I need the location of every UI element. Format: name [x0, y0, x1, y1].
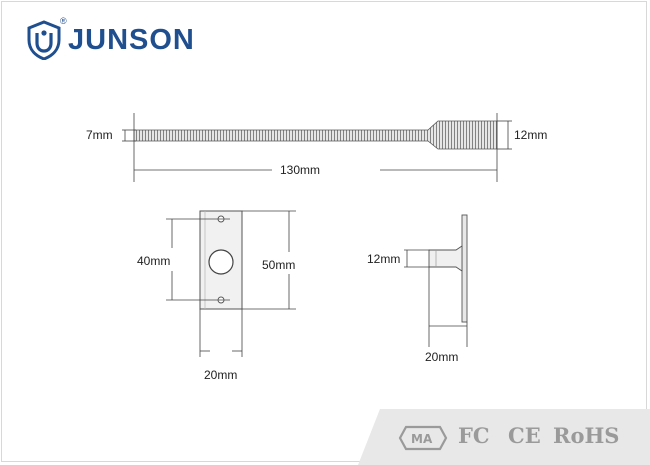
dim-plate-width-label: 20mm	[204, 368, 237, 382]
plate-drawing: 40mm 50mm 20mm	[137, 210, 296, 382]
fc-mark: FC	[458, 423, 490, 448]
dim-hole-spacing-label: 40mm	[137, 254, 170, 268]
cert-band-shape	[358, 409, 650, 465]
plate-hole	[208, 249, 234, 275]
ma-badge-icon: MA	[398, 425, 448, 451]
rohs-mark: RoHS	[553, 423, 620, 448]
dim-pin-tip-label: 7mm	[86, 128, 113, 142]
dim-plate-height-label: 50mm	[262, 258, 295, 272]
registered-mark: ®	[60, 16, 67, 26]
dim-pin-length-label: 130mm	[280, 163, 320, 177]
ma-label: MA	[411, 432, 433, 446]
dim-side-pin-label: 12mm	[367, 252, 400, 266]
threaded-pin	[133, 120, 498, 150]
brand-name: JUNSON	[68, 23, 195, 56]
pin-drawing: 7mm 12mm 130mm	[86, 113, 547, 182]
side-view-drawing: 12mm 20mm	[367, 214, 468, 364]
side-plate	[461, 214, 468, 323]
ce-mark: CE	[508, 423, 541, 448]
shield-logo-icon	[27, 20, 61, 60]
dim-pin-head-label: 12mm	[514, 128, 547, 142]
side-pin	[428, 245, 463, 272]
dim-side-width-label: 20mm	[425, 350, 458, 364]
certification-band: MA FC CE RoHS	[358, 409, 650, 465]
brand-logo: JUNSON	[26, 18, 195, 62]
